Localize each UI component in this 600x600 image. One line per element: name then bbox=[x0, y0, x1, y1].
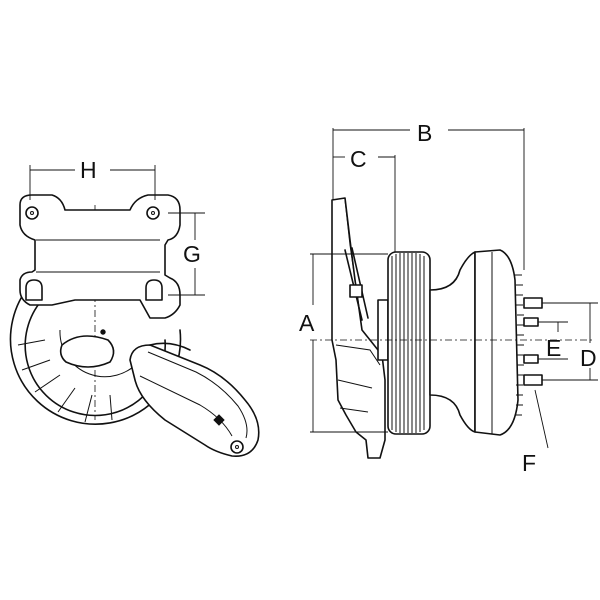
pulley-grooves bbox=[391, 253, 425, 433]
label-h: H bbox=[80, 157, 97, 183]
arm-top-lip bbox=[149, 342, 191, 351]
mounting-bracket bbox=[19, 194, 181, 319]
arm-diamond-mark bbox=[213, 414, 225, 426]
bolt-hole-center bbox=[30, 211, 34, 215]
label-e: E bbox=[546, 335, 561, 361]
hub-opening bbox=[59, 335, 115, 368]
label-g: G bbox=[183, 241, 201, 267]
stud-upper bbox=[523, 317, 539, 327]
rib bbox=[17, 339, 46, 346]
label-c: C bbox=[350, 146, 367, 172]
label-f: F bbox=[522, 450, 536, 476]
bracket-side-edge bbox=[335, 344, 381, 366]
rod-block bbox=[349, 284, 363, 298]
tensioner-arm bbox=[129, 344, 260, 457]
stud-bottom bbox=[523, 374, 543, 386]
spacer bbox=[377, 299, 389, 361]
side-view: B C A E D F bbox=[299, 120, 598, 476]
slot-hole-left bbox=[25, 279, 43, 301]
clutch-neck bbox=[429, 251, 476, 433]
arm-edge bbox=[147, 351, 248, 439]
label-d: D bbox=[580, 345, 597, 371]
leader-f bbox=[534, 389, 549, 449]
stud-top bbox=[523, 297, 543, 309]
bolt-hole-center bbox=[151, 211, 155, 215]
bracket-side-edge bbox=[337, 379, 373, 389]
bolt-hole-top-left bbox=[25, 206, 39, 220]
bracket-side bbox=[331, 197, 386, 459]
label-b: B bbox=[417, 120, 432, 146]
stud-lower bbox=[523, 354, 539, 364]
arm-bolt-hole-center bbox=[235, 445, 239, 449]
rib bbox=[84, 394, 93, 423]
center-mark bbox=[100, 329, 106, 335]
bolt-hole-top-right bbox=[146, 206, 160, 220]
arm-bolt-hole bbox=[230, 440, 244, 454]
front-view: H G bbox=[9, 157, 260, 457]
rib bbox=[57, 387, 76, 413]
label-a: A bbox=[299, 310, 315, 336]
clutch-body bbox=[474, 249, 519, 436]
rib bbox=[21, 359, 51, 371]
bracket-side-edge bbox=[339, 407, 369, 413]
slot-hole-right bbox=[145, 279, 163, 301]
clutch-fins bbox=[515, 274, 524, 416]
rib bbox=[109, 394, 113, 421]
rib bbox=[34, 374, 61, 393]
